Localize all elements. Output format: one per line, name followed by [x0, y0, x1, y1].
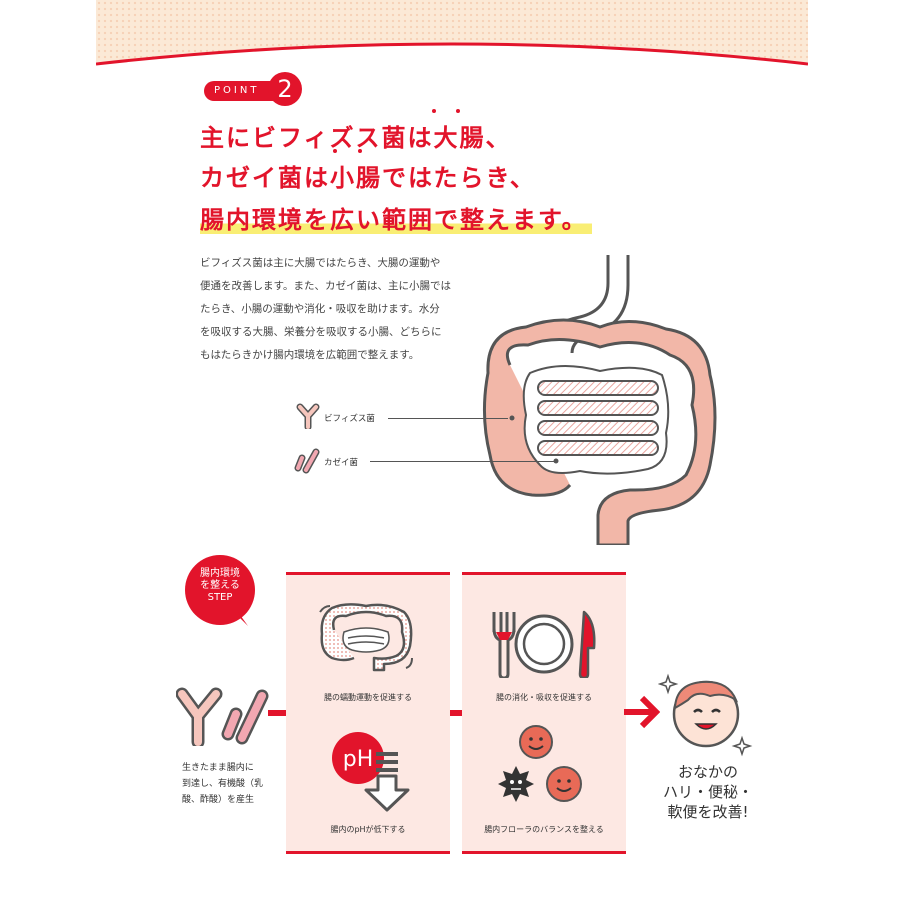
intestine-illustration: [482, 255, 717, 545]
result-text: おなかの ハリ・便秘・ 軟便を改善!: [648, 762, 768, 822]
description-line: を吸収する大腸、栄養分を吸収する小腸、どちらに: [200, 326, 442, 338]
step-badge-line: を整える: [200, 580, 240, 591]
bifidus-leader-line: [388, 418, 508, 419]
bacteria-description: 生きたまま腸内に 到達し、有機酸（乳 酸、酢酸）を産生: [182, 760, 263, 808]
peristalsis-caption: 腸の蠕動運動を促進する: [324, 693, 412, 702]
step-badge: 腸内環境 を整える STEP: [185, 555, 255, 625]
headline-line-2: カゼイ菌は小腸ではたらき、: [200, 164, 536, 192]
description: ビフィズス菌は主に大腸ではたらき、大腸の運動や 便通を改善します。また、カゼイ菌…: [200, 252, 485, 367]
point-label: POINT: [204, 81, 284, 101]
digestion-caption: 腸の消化・吸収を促進する: [496, 693, 592, 702]
flora-caption: 腸内フローラのバランスを整える: [484, 825, 604, 834]
description-line: もはたらきかけ腸内環境を広範囲で整えます。: [200, 349, 420, 361]
connector: [268, 710, 288, 716]
card-bottom-border: [462, 851, 626, 854]
emphasis-dot: [432, 109, 436, 113]
card-top-border: [286, 572, 450, 575]
description-line: 便通を改善します。また、カゼイ菌は、主に小腸では: [200, 280, 451, 292]
step-badge-line: STEP: [207, 592, 233, 603]
bifidus-icon: [296, 403, 320, 429]
headline-line-1: 主にビフィズス菌は大腸、: [200, 124, 512, 152]
bacteria-description-line: 生きたまま腸内に: [182, 763, 254, 773]
bacteria-description-line: 酸、酢酸）を産生: [182, 795, 255, 805]
bacteria-description-line: 到達し、有機酸（乳: [182, 779, 264, 789]
bifidus-label: ビフィズス菌: [324, 414, 375, 424]
bacteria-pair-icon: [176, 687, 269, 746]
result-line: ハリ・便秘・: [662, 783, 753, 801]
result-line: 軟便を改善!: [667, 803, 749, 821]
casei-icon: [294, 448, 320, 474]
ph-caption: 腸内のpHが低下する: [330, 825, 406, 834]
emphasis-dot: [333, 149, 337, 153]
card-intestine-effects: 腸の蠕動運動を促進する pH 腸内のpHが低下する: [286, 572, 450, 854]
gut-flora-icon: [498, 725, 582, 802]
casei-leader-line: [370, 461, 556, 462]
point-badge: POINT 2: [204, 72, 302, 106]
header-curve: [96, 42, 808, 70]
result-arrow-icon: [624, 695, 660, 729]
plate-cutlery-icon: [492, 610, 596, 678]
description-line: ビフィズス菌は主に大腸ではたらき、大腸の運動や: [200, 257, 441, 269]
ph-decrease-icon: pH: [332, 732, 410, 812]
step-badge-line: 腸内環境: [200, 568, 240, 579]
step-badge-tail: [234, 612, 248, 626]
description-line: たらき、小腸の運動や消化・吸収を助けます。水分: [200, 303, 440, 315]
headline-line-3: 腸内環境を広い範囲で整えます。: [200, 200, 592, 235]
emphasis-dot: [358, 149, 362, 153]
card-bottom-border: [286, 851, 450, 854]
card-top-border: [462, 572, 626, 575]
headline-highlight: 腸内環境を広い範囲で整えます。: [200, 206, 592, 234]
connector: [444, 710, 464, 716]
card-digestion-flora: 腸の消化・吸収を促進する 腸内フローラのバランスを整える: [462, 572, 626, 854]
intestine-movement-icon: [319, 603, 413, 672]
result-line: おなかの: [677, 763, 738, 781]
casei-label: カゼイ菌: [324, 458, 359, 468]
ph-symbol: pH: [343, 747, 374, 772]
happy-face-icon: [658, 673, 753, 757]
emphasis-dot: [456, 109, 460, 113]
point-number: 2: [268, 72, 302, 106]
